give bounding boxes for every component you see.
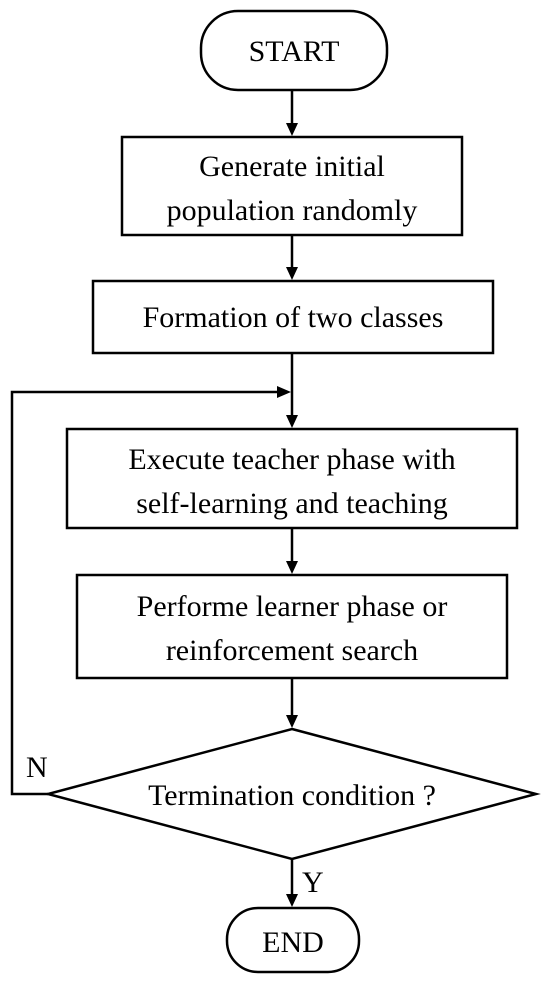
loop-back-connector: [10, 390, 278, 796]
process-teacher-phase: [65, 427, 519, 530]
formation-classes-label: Formation of two classes: [143, 301, 444, 334]
loop-back-arrowhead: [277, 386, 291, 398]
teacher-phase-line2: self-learning and teaching: [136, 487, 448, 520]
process-learner-phase: [75, 573, 509, 680]
termination-condition-label: Termination condition ?: [148, 779, 436, 812]
start-label: START: [249, 35, 340, 68]
arrowhead-step1: [286, 123, 298, 136]
teacher-phase-line1: Execute teacher phase with: [128, 443, 455, 476]
learner-phase-line2: reinforcement search: [166, 634, 418, 667]
arrowhead-decision: [286, 715, 298, 728]
arrowhead-step2: [286, 267, 298, 280]
start-terminal: [199, 9, 389, 92]
learner-phase-line1: Performe learner phase or: [137, 590, 448, 623]
yes-branch-label: Y: [302, 866, 324, 899]
arrowhead-end: [286, 894, 298, 907]
end-label: END: [262, 926, 324, 959]
generate-population-line1: Generate initial: [199, 150, 385, 183]
end-terminal: [225, 906, 361, 974]
arrowhead-step4: [286, 561, 298, 574]
arrowhead-step3: [286, 415, 298, 428]
process-generate-population: [120, 135, 464, 237]
generate-population-line2: population randomly: [167, 194, 418, 227]
no-branch-label: N: [26, 751, 48, 784]
